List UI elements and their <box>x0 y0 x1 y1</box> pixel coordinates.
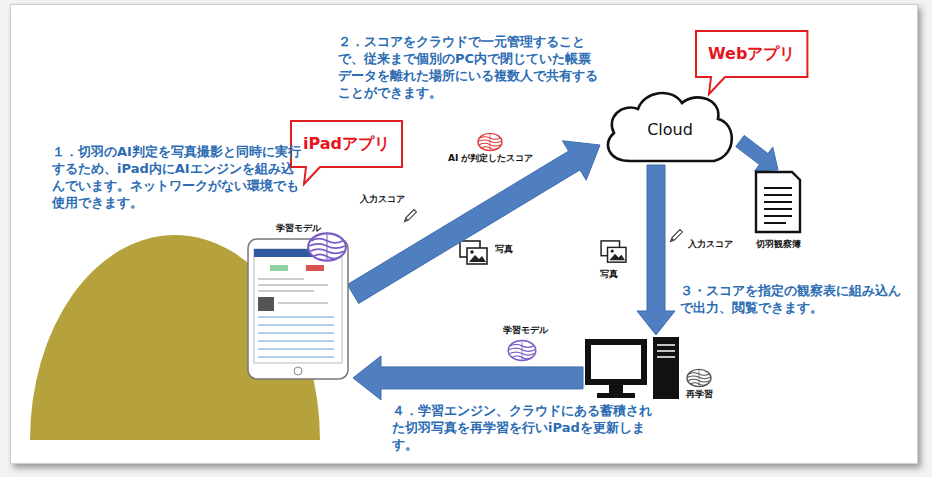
pencil-icon <box>670 230 682 242</box>
callout-text: iPadアプリ <box>303 134 390 155</box>
cloud-node: Cloud <box>600 85 740 165</box>
flow-label: 入力スコア <box>688 238 733 251</box>
cloud-outline <box>608 93 732 161</box>
note-text: １．切羽のAI判定を写真撮影と同時に実行するため、iPad内にAIエンジンを組み… <box>52 143 304 211</box>
brain-icon <box>508 341 536 361</box>
node-shape <box>685 368 713 388</box>
pencil-icon <box>404 210 416 222</box>
flow-arrow <box>353 356 583 400</box>
callout-outline <box>696 31 807 94</box>
note-text: ３・スコアを指定の観察表に組み込んで出力、閲覧できます。 <box>680 282 912 316</box>
document-label: 切羽観察簿 <box>746 238 810 251</box>
cloud-label: Cloud <box>647 120 693 139</box>
flow-label: 入力スコア <box>360 193 405 206</box>
callout-text: Webアプリ <box>708 44 795 65</box>
callout-outline <box>291 121 402 184</box>
node-shape <box>748 170 808 234</box>
flow-label: AI が判定したスコア <box>448 152 533 165</box>
relearn-label: 再学習 <box>686 388 713 401</box>
node-shape <box>583 335 681 401</box>
model-label: 学習モデル <box>243 222 353 235</box>
photo-icon <box>460 241 487 264</box>
computer-node: 再学習 <box>583 335 713 401</box>
flow-arrow <box>637 165 675 335</box>
photo-icon <box>601 241 626 262</box>
flow-label: 学習モデル <box>503 324 548 337</box>
brain-icon <box>478 133 502 150</box>
flow-label: 写真 <box>495 243 513 256</box>
node-shape <box>244 237 352 382</box>
callout-bubble: Webアプリ <box>695 30 808 78</box>
flow-label: 写真 <box>600 268 618 281</box>
note-text: ２．スコアをクラウドで一元管理することで、従来まで個別のPC内で閉じていた帳票デ… <box>338 33 602 101</box>
flow-arrow <box>736 135 778 171</box>
callout-bubble: iPadアプリ <box>290 120 403 168</box>
document-icon: 切羽観察簿 <box>746 170 810 251</box>
relearn-column: 再学習 <box>685 368 713 401</box>
note-text: ４．学習エンジン、クラウドにある蓄積された切羽写真を再学習を行いiPadを更新し… <box>392 402 658 453</box>
ipad-device: 学習モデル <box>243 222 353 382</box>
